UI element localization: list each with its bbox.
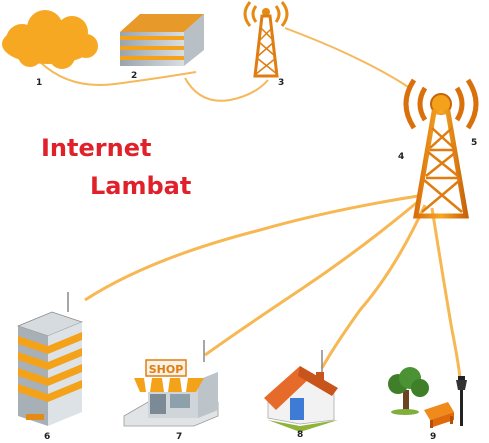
title-line-1: Internet <box>41 134 152 162</box>
park-icon <box>388 367 467 428</box>
link-tower-shop <box>204 198 421 357</box>
shop-icon: SHOP <box>123 340 219 427</box>
link-office-tower3 <box>184 77 269 102</box>
link-tower3-tower5 <box>284 27 411 89</box>
node-number-5: 5 <box>471 138 478 148</box>
node-number-6: 6 <box>44 432 51 442</box>
house-icon <box>264 350 338 432</box>
node-number-2: 2 <box>131 71 138 81</box>
link-cloud-office <box>39 61 197 87</box>
small-radio-tower-icon <box>243 1 289 78</box>
node-number-7: 7 <box>176 432 183 442</box>
node-number-4: 4 <box>398 152 405 162</box>
node-number-3: 3 <box>278 78 285 88</box>
large-radio-tower-icon <box>403 78 479 130</box>
skyscraper-icon <box>16 292 84 426</box>
link-tower-house <box>320 204 427 369</box>
node-number-1: 1 <box>36 78 43 88</box>
link-tower-park <box>430 207 462 379</box>
node-number-8: 8 <box>297 430 304 440</box>
cloud-icon <box>2 10 98 69</box>
office-building-icon <box>120 14 204 66</box>
connection-links <box>39 27 411 102</box>
node-number-9: 9 <box>430 432 437 442</box>
shop-sign-text: SHOP <box>149 363 184 376</box>
tower-mast-icon <box>413 109 469 219</box>
title-line-2: Lambat <box>90 172 192 200</box>
link-tower-skyscraper <box>84 194 419 302</box>
wireless-links <box>84 194 462 379</box>
